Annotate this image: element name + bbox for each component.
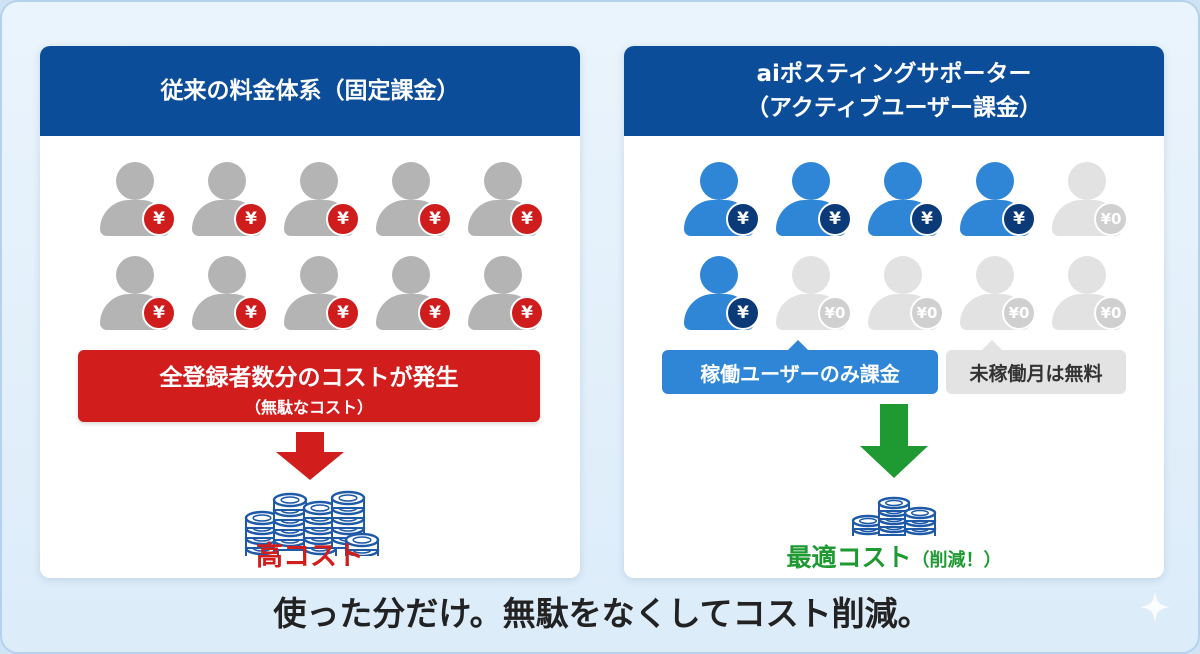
registered-user-icon: ¥	[96, 252, 176, 332]
active-user-icon: ¥0	[1048, 252, 1128, 332]
active-user-icon: ¥0	[1048, 158, 1128, 238]
free-yen-badge-icon: ¥0	[1094, 296, 1128, 330]
optimal-cost-label: 最適コスト（削減！）	[624, 538, 1164, 574]
footer-tagline: 使った分だけ。無駄をなくしてコスト削減。	[273, 594, 931, 633]
optimal-cost-text: 最適コスト	[786, 543, 912, 572]
yen-badge-icon: ¥	[418, 296, 452, 330]
yen-badge-icon: ¥	[142, 202, 176, 236]
active-user-icon: ¥0	[956, 252, 1036, 332]
active-user-icon: ¥	[956, 158, 1036, 238]
reduction-note: （削減！）	[911, 550, 1002, 571]
active-users-billed-label: 稼働ユーザーのみ課金	[662, 340, 938, 394]
active-user-icon: ¥0	[864, 252, 944, 332]
active-billing-panel: aiポスティングサポーター （アクティブユーザー課金） ¥¥¥¥¥0¥¥0¥0¥…	[624, 46, 1164, 578]
free-yen-badge-icon: ¥0	[1094, 202, 1128, 236]
coin-stacks-small-icon	[851, 496, 937, 536]
yen-badge-icon: ¥	[510, 296, 544, 330]
yen-badge-icon: ¥	[326, 202, 360, 236]
yen-badge-icon: ¥	[234, 202, 268, 236]
registered-user-icon: ¥	[280, 158, 360, 238]
fixed-billing-title: 従来の料金体系（固定課金）	[160, 78, 460, 104]
yen-badge-icon: ¥	[726, 296, 760, 330]
yen-badge-icon: ¥	[142, 296, 176, 330]
fixed-billing-header: 従来の料金体系（固定課金）	[40, 46, 580, 136]
registered-user-icon: ¥	[464, 158, 544, 238]
registered-user-icon: ¥	[188, 158, 268, 238]
active-user-icon: ¥	[864, 158, 944, 238]
yen-badge-icon: ¥	[326, 296, 360, 330]
wasted-cost-note: （無駄なコスト）	[244, 398, 373, 417]
coin-stacks-large-icon	[244, 490, 380, 556]
active-user-icon: ¥0	[772, 252, 852, 332]
fixed-billing-panel: 従来の料金体系（固定課金） ¥ ¥ ¥ ¥ ¥ ¥ ¥ ¥ ¥ ¥ 全登録者数分のコストが発生 （…	[40, 46, 580, 578]
yen-badge-icon: ¥	[726, 202, 760, 236]
yen-badge-icon: ¥	[1002, 202, 1036, 236]
registered-user-icon: ¥	[372, 252, 452, 332]
yen-badge-icon: ¥	[510, 202, 544, 236]
registered-user-icon: ¥	[188, 252, 268, 332]
yen-badge-icon: ¥	[418, 202, 452, 236]
registered-user-icon: ¥	[96, 158, 176, 238]
registered-users-grid: ¥ ¥ ¥ ¥ ¥ ¥ ¥ ¥ ¥ ¥	[40, 158, 580, 338]
sparkle-icon	[1140, 592, 1170, 622]
inactive-month-free-label: 未稼働月は無料	[946, 340, 1126, 394]
all-users-cost-text: 全登録者数分のコストが発生	[159, 365, 459, 391]
active-users-grid: ¥ ¥ ¥ ¥ ¥0 ¥ ¥0 ¥0 ¥0 ¥0	[624, 158, 1164, 338]
all-users-cost-banner: 全登録者数分のコストが発生 （無駄なコスト）	[78, 350, 540, 422]
registered-user-icon: ¥	[464, 252, 544, 332]
service-name: aiポスティングサポーター	[756, 61, 1032, 87]
active-user-icon: ¥	[772, 158, 852, 238]
free-yen-badge-icon: ¥0	[818, 296, 852, 330]
yen-badge-icon: ¥	[910, 202, 944, 236]
active-billing-title: （アクティブユーザー課金）	[745, 95, 1042, 121]
registered-user-icon: ¥	[372, 158, 452, 238]
free-yen-badge-icon: ¥0	[1002, 296, 1036, 330]
yen-badge-icon: ¥	[818, 202, 852, 236]
free-yen-badge-icon: ¥0	[910, 296, 944, 330]
active-billing-header: aiポスティングサポーター （アクティブユーザー課金）	[624, 46, 1164, 136]
green-down-arrow-icon	[860, 404, 928, 478]
red-down-arrow-icon	[276, 432, 344, 480]
active-user-icon: ¥	[680, 252, 760, 332]
registered-user-icon: ¥	[280, 252, 360, 332]
active-user-icon: ¥	[680, 158, 760, 238]
high-cost-label: 高コスト	[256, 541, 364, 572]
yen-badge-icon: ¥	[234, 296, 268, 330]
